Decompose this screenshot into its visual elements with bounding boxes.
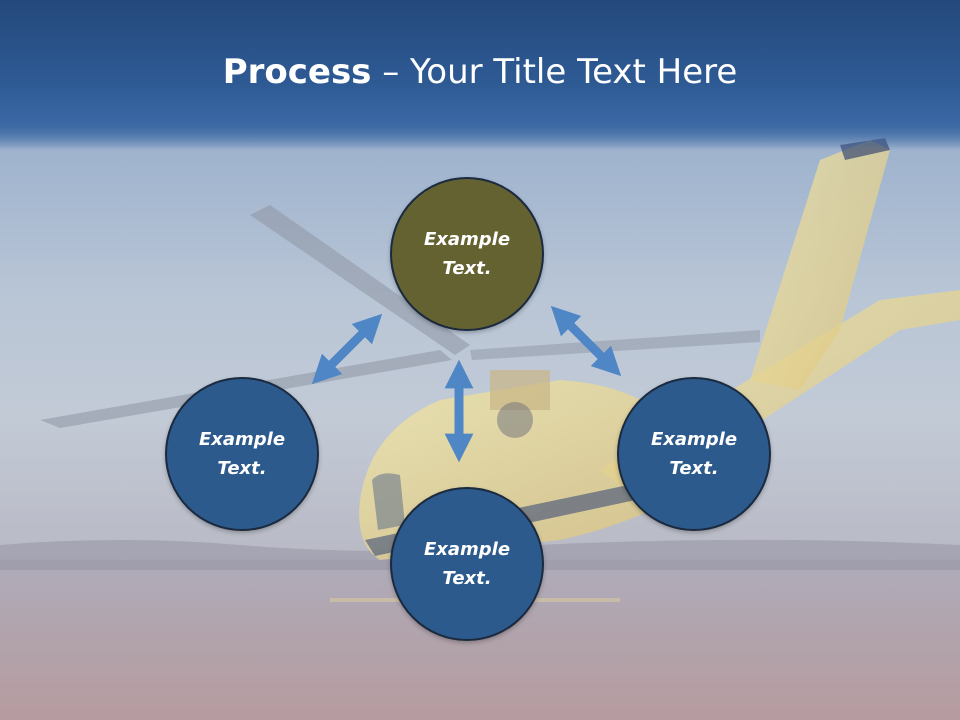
header-band — [0, 0, 960, 150]
title-rest: – Your Title Text Here — [371, 52, 738, 92]
node-right[interactable]: Example Text. — [617, 377, 771, 531]
slide-title: Process – Your Title Text Here — [0, 52, 960, 92]
node-left[interactable]: Example Text. — [165, 377, 319, 531]
title-bold: Process — [222, 52, 372, 92]
node-bottom-label: Example Text. — [423, 539, 511, 589]
arrow-top-left — [311, 313, 383, 385]
node-left-label: Example Text. — [198, 429, 286, 479]
node-top[interactable]: Example Text. — [390, 177, 544, 331]
node-top-label: Example Text. — [423, 229, 511, 279]
node-bottom[interactable]: Example Text. — [390, 487, 544, 641]
node-right-label: Example Text. — [650, 429, 738, 479]
arrow-top-right — [550, 305, 622, 377]
